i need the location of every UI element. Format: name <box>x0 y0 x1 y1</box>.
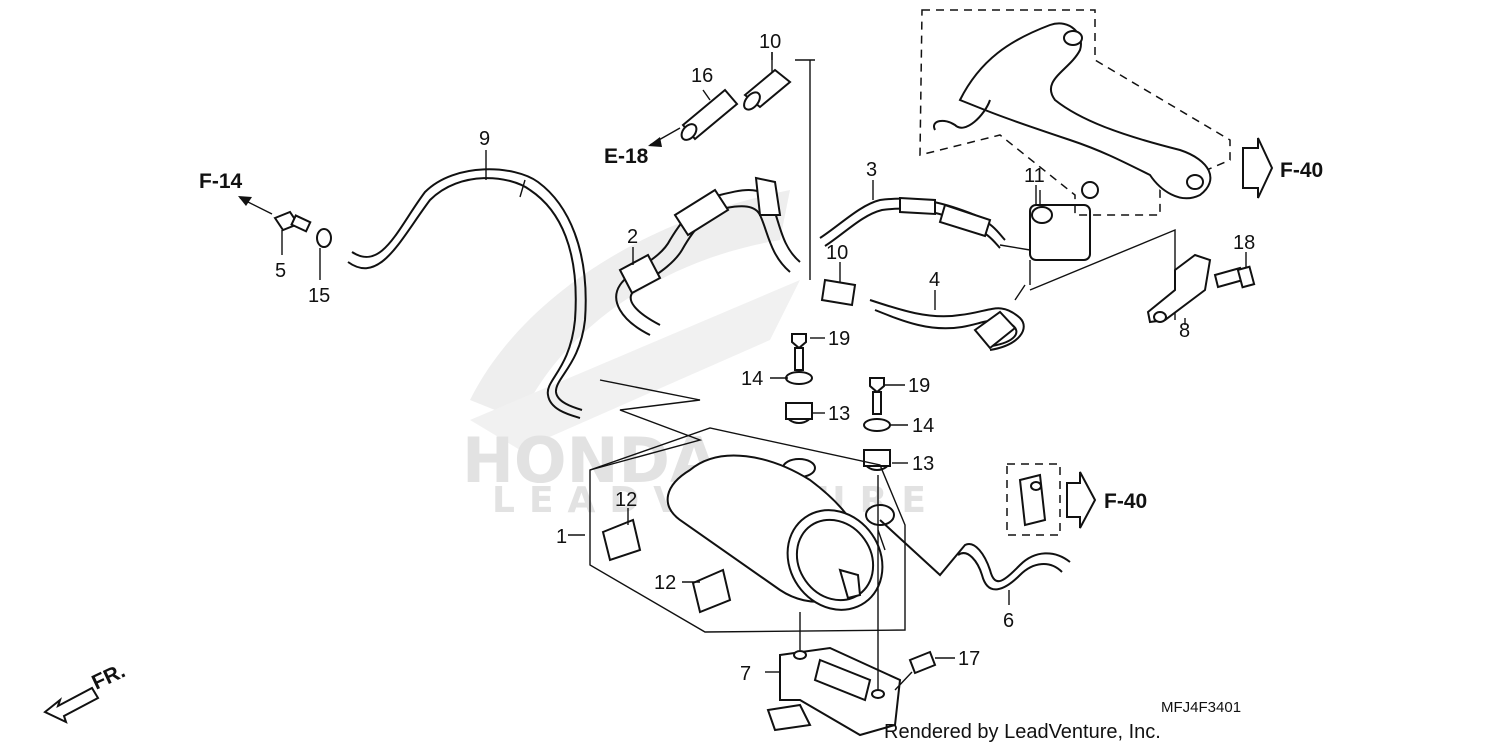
leader-2-hose <box>589 379 703 471</box>
fitting-part-10-mid <box>820 262 857 307</box>
hose-part-16 <box>680 88 739 141</box>
callout-19-upper: 19 <box>828 328 850 350</box>
hose-part-6 <box>879 519 1071 591</box>
mount-stack-right <box>863 377 891 471</box>
callout-7: 7 <box>740 663 751 685</box>
callout-16: 16 <box>691 65 713 87</box>
valve-part-11 <box>999 190 1091 285</box>
callout-1: 1 <box>556 526 567 548</box>
callout-18: 18 <box>1233 232 1255 254</box>
hose-part-3 <box>819 196 1006 249</box>
callout-8: 8 <box>1179 320 1190 342</box>
hose-part-4 <box>869 284 1026 351</box>
hose-part-9 <box>347 168 587 419</box>
bracket-assembly-top <box>919 9 1231 216</box>
ref-f40-mid: F-40 <box>1104 490 1147 513</box>
pad-part-12-lower <box>691 568 732 614</box>
ref-e18: E-18 <box>604 145 649 168</box>
callout-3: 3 <box>866 159 877 181</box>
callout-2: 2 <box>627 226 638 248</box>
fitting-part-10-top <box>743 52 792 111</box>
arrow-f40-top <box>1242 137 1274 199</box>
nozzle-part-5 <box>273 210 312 255</box>
callout-17: 17 <box>958 648 980 670</box>
callout-12-upper: 12 <box>615 489 637 511</box>
callout-19-lower: 19 <box>908 375 930 397</box>
mount-stack-left <box>782 333 816 478</box>
bracket-part-8 <box>1146 253 1212 324</box>
callout-15: 15 <box>308 285 330 307</box>
pad-part-12-upper <box>601 518 642 562</box>
diagram-code: MFJ4F3401 <box>1161 699 1241 716</box>
clip-box-f40 <box>1006 463 1061 536</box>
callout-6: 6 <box>1003 610 1014 632</box>
clip-part-15 <box>316 228 332 280</box>
callout-14-lower: 14 <box>912 415 934 437</box>
callout-14-upper: 14 <box>741 368 763 390</box>
ref-f40-top: F-40 <box>1280 159 1323 182</box>
arrow-e18-head <box>648 137 662 147</box>
callout-10-mid: 10 <box>826 242 848 264</box>
callout-11: 11 <box>1024 165 1045 187</box>
callout-10-top: 10 <box>759 31 781 53</box>
canister-group-outline <box>589 427 906 633</box>
render-credit: Rendered by LeadVenture, Inc. <box>884 721 1161 743</box>
bolt-part-17 <box>894 650 937 691</box>
arrow-f40-mid <box>1066 471 1097 529</box>
front-arrow <box>43 686 100 724</box>
ref-f14: F-14 <box>199 170 243 193</box>
canister-part-1 <box>666 454 895 611</box>
arrow-f14-head <box>238 196 252 206</box>
callout-13-upper: 13 <box>828 403 850 425</box>
leader-lines <box>485 52 1247 673</box>
bolt-part-18 <box>1213 265 1256 289</box>
callout-13-lower: 13 <box>912 453 934 475</box>
callout-9: 9 <box>479 128 490 150</box>
callouts: 1 2 3 4 5 6 7 8 9 10 10 11 12 12 13 13 1… <box>275 31 1255 685</box>
hose-part-2 <box>615 176 801 336</box>
callout-12-lower: 12 <box>654 572 676 594</box>
callout-4: 4 <box>929 269 940 291</box>
callout-5: 5 <box>275 260 286 282</box>
bracket-part-7 <box>766 475 902 737</box>
front-label: FR. <box>88 659 128 694</box>
